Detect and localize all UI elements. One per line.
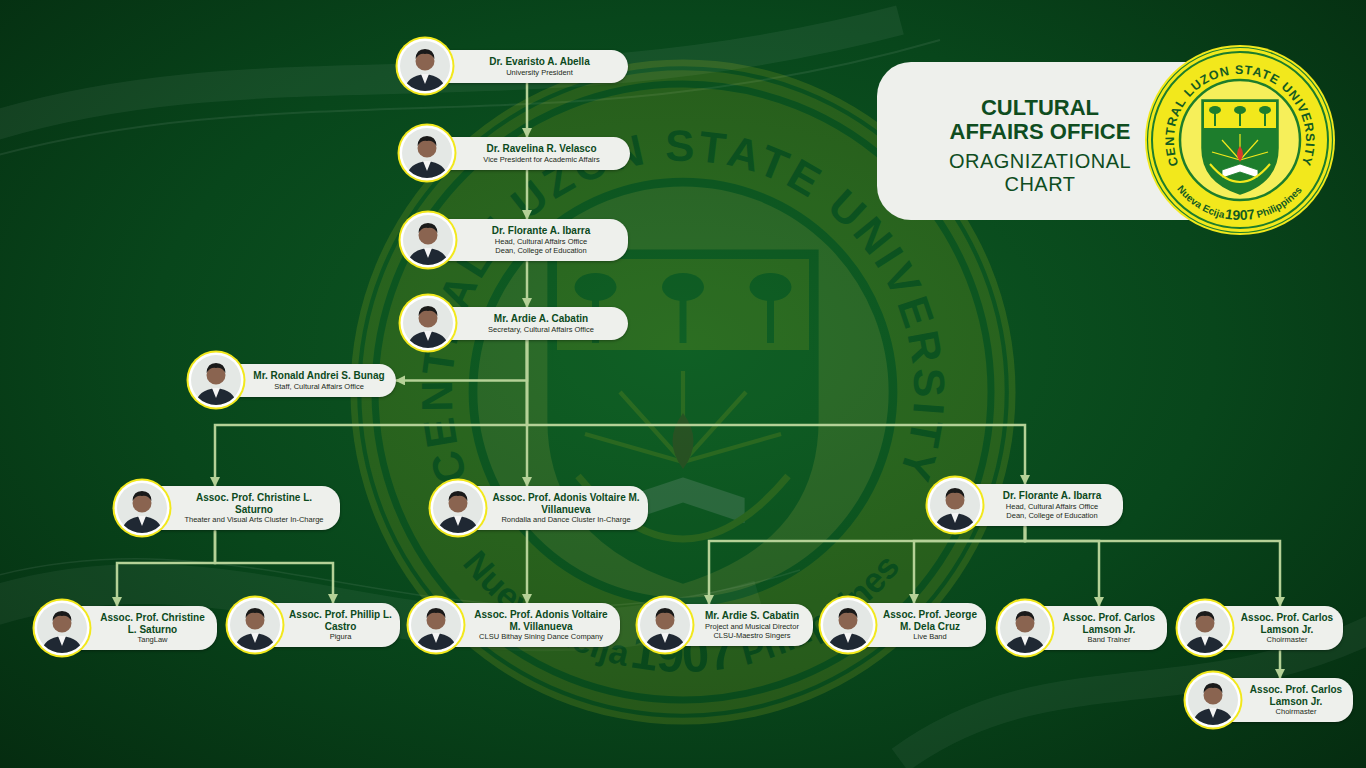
chart-subtitle: ORAGNIZATIONAL CHART bbox=[940, 150, 1140, 196]
person-box: Dr. Evaristo A. AbellaUniversity Preside… bbox=[425, 50, 628, 83]
reporting-line bbox=[526, 530, 529, 603]
watermark-text: CENTRAL LUZON STATE UNIVERSITY bbox=[412, 121, 955, 490]
seal-text: Nueva Ecija bbox=[1175, 183, 1226, 220]
person-role: Head, Cultural Affairs Office bbox=[462, 237, 620, 246]
reporting-line bbox=[526, 83, 529, 137]
person-name: Mr. Ronald Andrei S. Bunag bbox=[250, 370, 388, 382]
portrait-photo bbox=[925, 475, 985, 535]
reporting-line bbox=[914, 526, 1025, 603]
person-name: Assoc. Prof. Jeorge M. Dela Cruz bbox=[882, 609, 978, 632]
portrait-photo bbox=[398, 293, 458, 353]
person-name: Dr. Florante A. Ibarra bbox=[462, 225, 620, 237]
person-name: Assoc. Prof. Adonis Voltaire M. Villanue… bbox=[492, 492, 640, 515]
person-box: Mr. Ardie S. CabatinProject and Musical … bbox=[665, 604, 813, 646]
person-box: Assoc. Prof. Christine L. SaturnoTangLaw bbox=[62, 606, 217, 650]
portrait-photo bbox=[397, 123, 457, 183]
portrait-photo bbox=[1183, 670, 1243, 730]
portrait-photo bbox=[428, 478, 488, 538]
portrait-photo bbox=[398, 210, 458, 270]
seal-year: 1907 bbox=[1224, 206, 1256, 223]
person-name: Assoc. Prof. Carlos Lamson Jr. bbox=[1247, 684, 1345, 707]
person-box: Assoc. Prof. Adonis Voltaire M. Villanue… bbox=[436, 603, 620, 647]
person-role: Project and Musical Director bbox=[699, 622, 805, 631]
person-role: Pigura bbox=[289, 632, 392, 641]
portrait-photo bbox=[186, 350, 246, 410]
chart-title: CULTURAL AFFAIRS OFFICE bbox=[940, 96, 1140, 144]
person-name: Assoc. Prof. Carlos Lamson Jr. bbox=[1059, 612, 1159, 635]
person-name: Dr. Ravelina R. Velasco bbox=[461, 143, 622, 155]
person-box: Assoc. Prof. Carlos Lamson Jr.Choirmaste… bbox=[1213, 678, 1353, 722]
reporting-line bbox=[117, 530, 215, 606]
person-box: Mr. Ronald Andrei S. BunagStaff, Cultura… bbox=[216, 364, 396, 397]
reporting-line bbox=[709, 526, 1025, 604]
person-box: Dr. Ravelina R. VelascoVice President fo… bbox=[427, 137, 630, 170]
reporting-line bbox=[1279, 650, 1282, 678]
person-name: Assoc. Prof. Christine L. Saturno bbox=[176, 492, 332, 515]
seal-text: Philippines bbox=[1255, 184, 1304, 220]
portrait-photo bbox=[635, 595, 695, 655]
person-role: Dean, College of Education bbox=[462, 246, 620, 255]
person-role: Staff, Cultural Affairs Office bbox=[250, 382, 388, 391]
person-name: Assoc. Prof. Carlos Lamson Jr. bbox=[1239, 612, 1335, 635]
person-box: Assoc. Prof. Carlos Lamson Jr.Band Train… bbox=[1025, 606, 1167, 650]
portrait-photo bbox=[818, 595, 878, 655]
reporting-line bbox=[526, 170, 529, 219]
person-name: Mr. Ardie A. Cabatin bbox=[462, 313, 620, 325]
portrait-photo bbox=[225, 595, 285, 655]
person-box: Assoc. Prof. Christine L. SaturnoTheater… bbox=[142, 486, 340, 530]
person-box: Mr. Ardie A. CabatinSecretary, Cultural … bbox=[428, 307, 628, 340]
person-role: Live Band bbox=[882, 632, 978, 641]
person-box: Assoc. Prof. Jeorge M. Dela CruzLive Ban… bbox=[848, 603, 986, 647]
person-role: Theater and Visual Arts Cluster In-Charg… bbox=[176, 515, 332, 524]
portrait-photo bbox=[112, 478, 172, 538]
person-role: Choirmaster bbox=[1239, 635, 1335, 644]
person-role: Choirmaster bbox=[1247, 707, 1345, 716]
portrait-photo bbox=[995, 598, 1055, 658]
person-name: Mr. Ardie S. Cabatin bbox=[699, 610, 805, 622]
person-name: Dr. Florante A. Ibarra bbox=[989, 490, 1115, 502]
person-role: CLSU-Maestro Singers bbox=[699, 631, 805, 640]
person-role: Band Trainer bbox=[1059, 635, 1159, 644]
reporting-line bbox=[215, 340, 527, 486]
reporting-line bbox=[215, 530, 333, 603]
reporting-line bbox=[1025, 526, 1280, 606]
portrait-photo bbox=[395, 36, 455, 96]
portrait-photo bbox=[406, 595, 466, 655]
person-name: Assoc. Prof. Phillip L. Castro bbox=[289, 609, 392, 632]
person-name: Assoc. Prof. Adonis Voltaire M. Villanue… bbox=[470, 609, 612, 632]
person-box: Assoc. Prof. Carlos Lamson Jr.Choirmaste… bbox=[1205, 606, 1343, 650]
person-role: Dean, College of Education bbox=[989, 511, 1115, 520]
portrait-photo bbox=[32, 598, 92, 658]
person-role: Rondalla and Dance Cluster In-Charge bbox=[492, 515, 640, 524]
person-role: Vice President for Academic Affairs bbox=[461, 155, 622, 164]
person-name: Dr. Evaristo A. Abella bbox=[459, 56, 620, 68]
person-role: Head, Cultural Affairs Office bbox=[989, 502, 1115, 511]
person-box: Assoc. Prof. Phillip L. CastroPigura bbox=[255, 603, 400, 647]
person-role: CLSU Bithay Sining Dance Company bbox=[470, 632, 612, 641]
person-name: Assoc. Prof. Christine L. Saturno bbox=[96, 612, 209, 635]
reporting-line bbox=[526, 261, 529, 307]
seal-text: CENTRAL LUZON STATE UNIVERSITY bbox=[1163, 63, 1317, 168]
person-role: Secretary, Cultural Affairs Office bbox=[462, 325, 620, 334]
person-box: Dr. Florante A. IbarraHead, Cultural Aff… bbox=[955, 484, 1123, 526]
portrait-photo bbox=[1175, 598, 1235, 658]
reporting-line bbox=[1025, 526, 1099, 606]
person-role: University President bbox=[459, 68, 620, 77]
person-box: Assoc. Prof. Adonis Voltaire M. Villanue… bbox=[458, 486, 648, 530]
person-role: TangLaw bbox=[96, 635, 209, 644]
reporting-line bbox=[527, 340, 1025, 484]
person-box: Dr. Florante A. IbarraHead, Cultural Aff… bbox=[428, 219, 628, 261]
